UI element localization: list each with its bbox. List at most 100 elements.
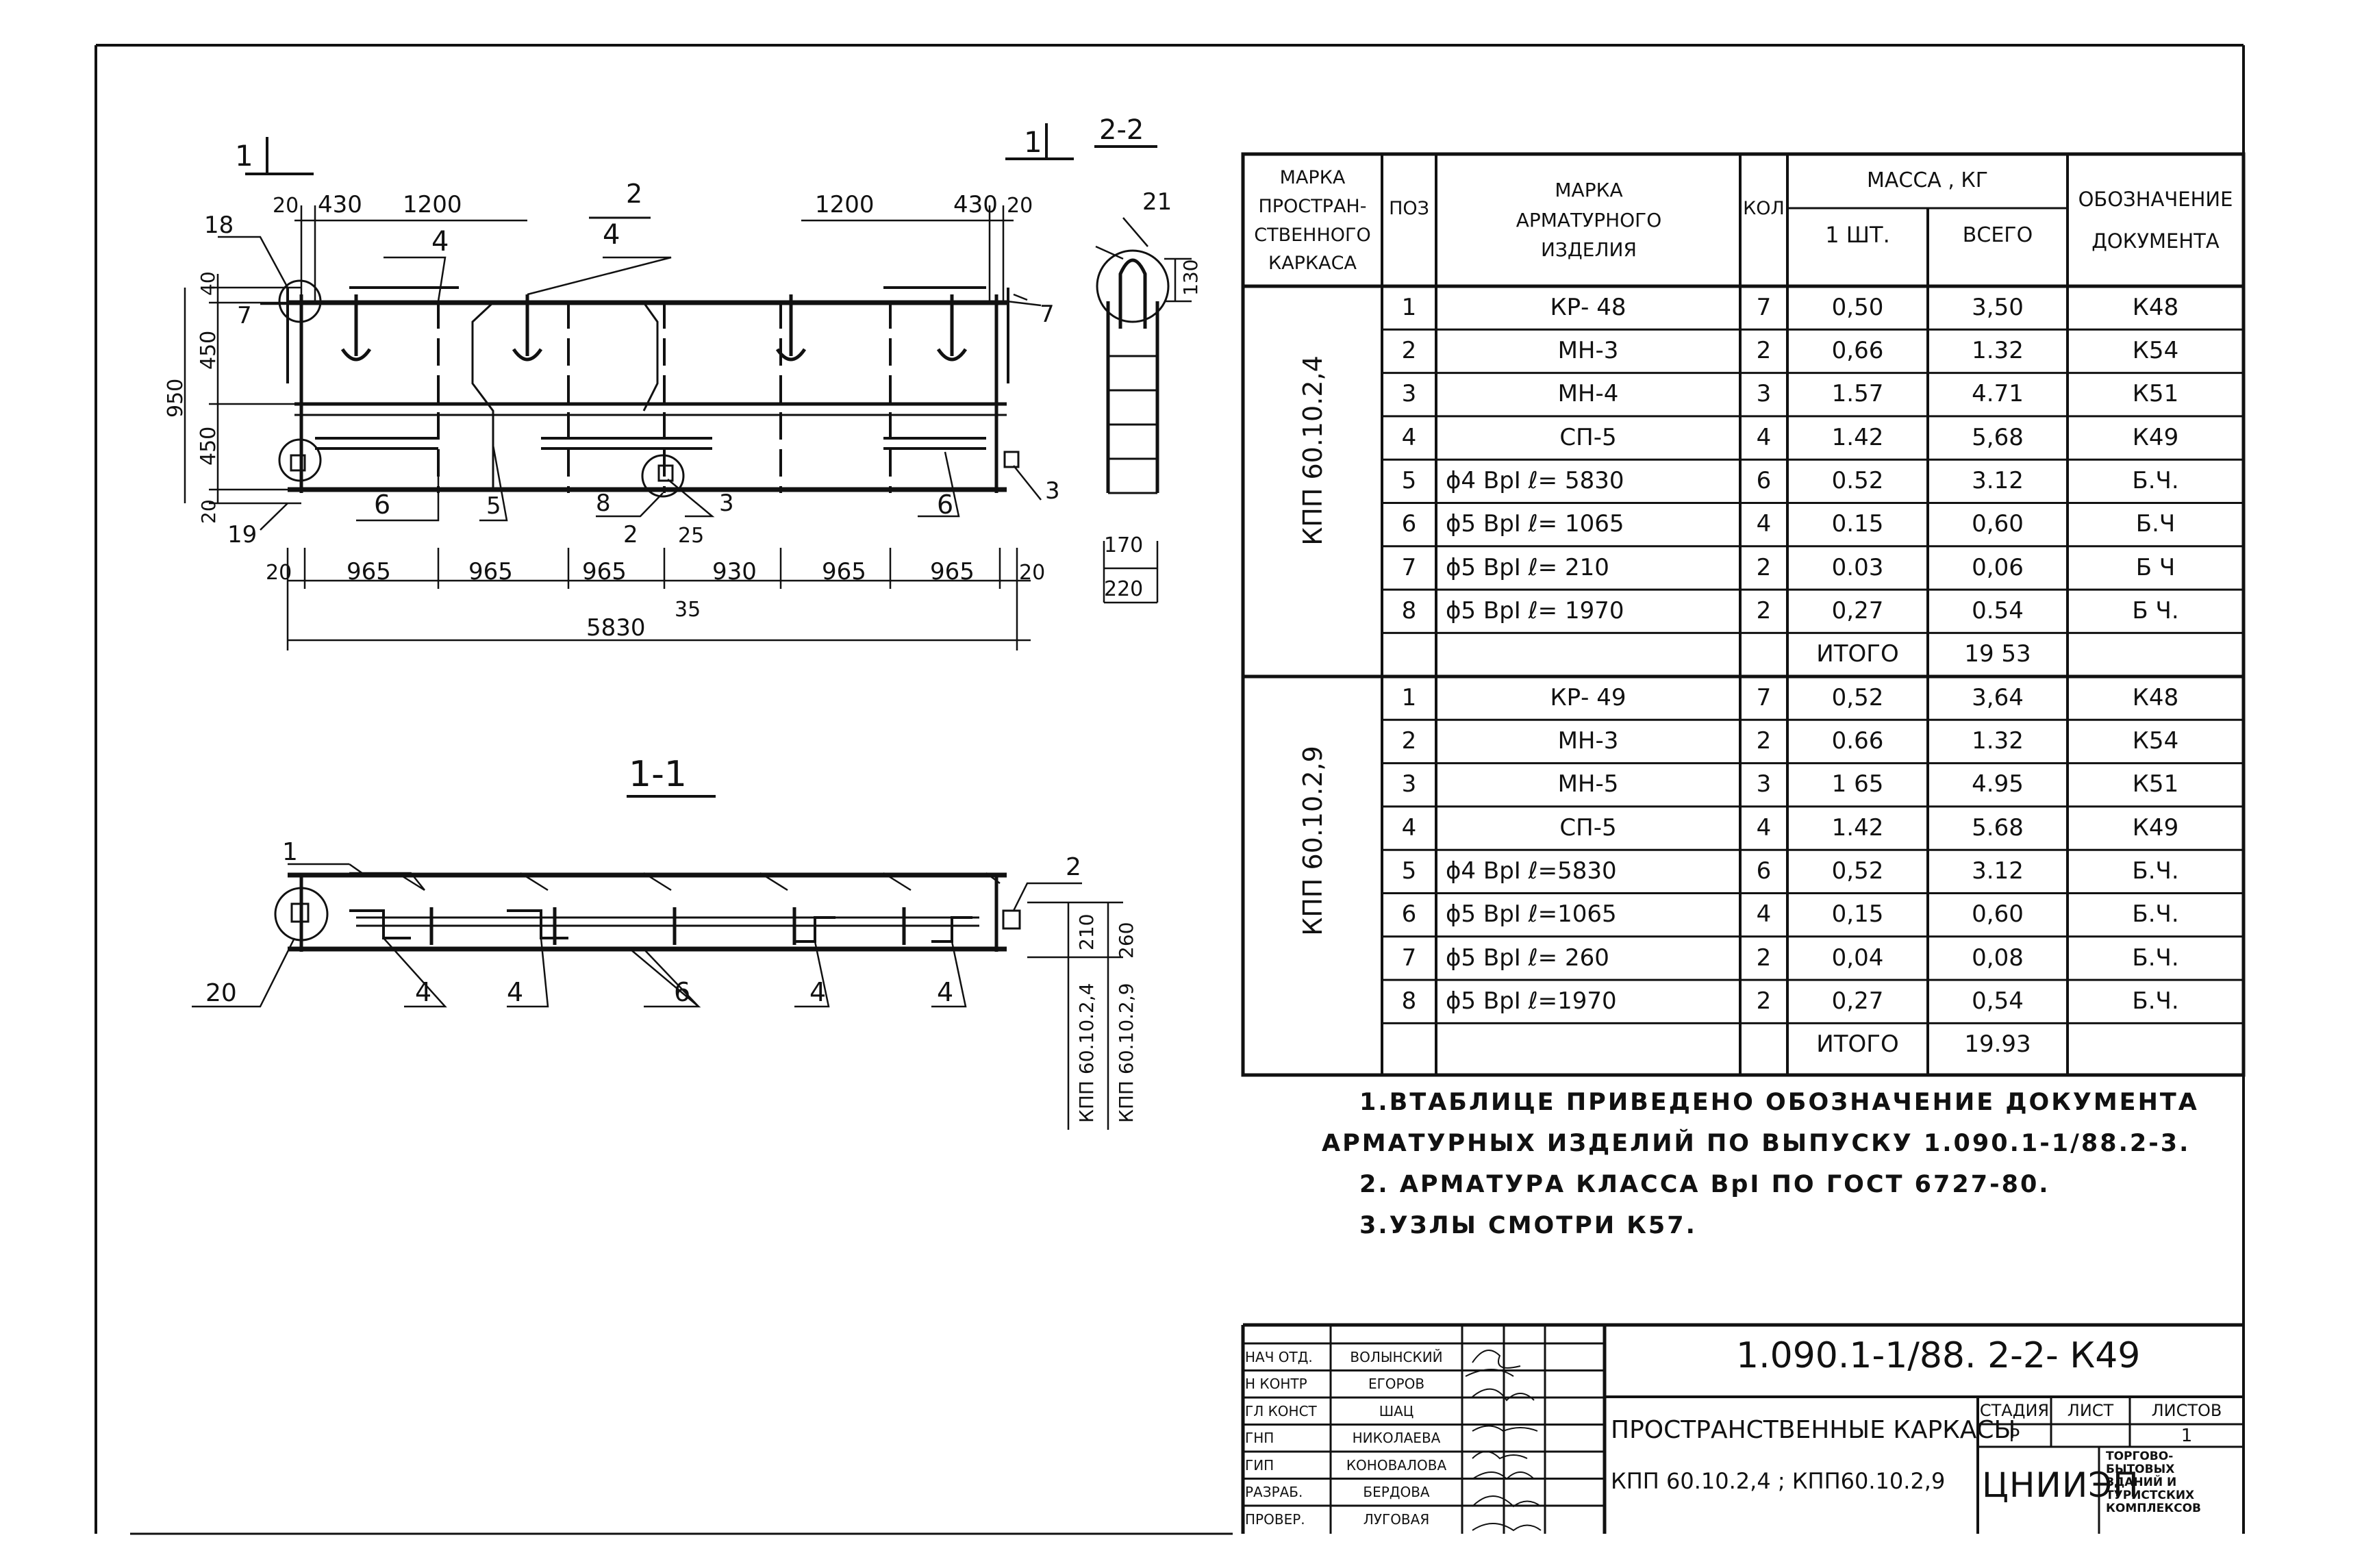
stage-value: Р [2009,1425,2020,1446]
cell-mark: ϕ5 ВрI ℓ= 1970 [1446,596,1624,624]
cell-one: 0.52 [1831,466,1884,494]
callout-1-1-4-a: 4 [415,977,431,1007]
dim-bottom-20-left: 20 [266,561,292,585]
cell-one: 0.03 [1831,553,1884,581]
approval-name: БЕРДОВА [1363,1484,1430,1501]
dim-35: 35 [675,598,701,622]
cell-qty: 2 [1756,944,1772,972]
cell-qty: 2 [1756,596,1772,624]
org-desc-line: ЗДАНИЙ И [2106,1476,2177,1489]
cell-pos: 7 [1401,944,1417,972]
cell-total: 3.12 [1972,857,2024,885]
dim-left-40: 40 [197,271,219,296]
total-label: ИТОГО [1816,1030,1899,1059]
cell-mark: МН-3 [1557,337,1619,365]
cell-qty: 3 [1756,770,1772,798]
cell-doc: К54 [2132,727,2179,755]
cell-total: 5.68 [1972,813,2024,842]
callout-1-1-4-b: 4 [507,977,523,1007]
cell-qty: 4 [1756,900,1772,928]
org-desc-line: ТОРГОВО- [2106,1450,2174,1463]
cell-one: 1.57 [1831,380,1884,408]
cell-qty: 6 [1756,466,1772,494]
hdr-doc: ОБОЗНАЧЕНИЕ ДОКУМЕНТА [2078,187,2233,253]
cell-mark: ϕ5 ВрI ℓ= 1065 [1446,510,1624,538]
org-desc-line: КОМПЛЕКСОВ [2106,1502,2202,1515]
note-2: 2. АРМАТУРА КЛАССА ВрI ПО ГОСТ 6727-80. [1359,1171,2050,1198]
cell-total: 1.32 [1972,337,2024,365]
sheet-label: ЛИСТ [2067,1401,2114,1420]
cell-one: 1 65 [1831,770,1884,798]
cell-pos: 1 [1401,683,1417,711]
dim-bottom-965-5: 965 [930,558,975,585]
approval-role: НАЧ ОТД. [1245,1348,1313,1365]
section-title-1-1: 1-1 [629,754,687,795]
cell-total: 5,68 [1972,423,2024,451]
cell-pos: 6 [1401,510,1417,538]
dim-bottom-965-1: 965 [347,558,391,585]
cell-one: 0,27 [1831,987,1884,1015]
section-1-1 [192,795,1123,1130]
title-block-grid [1241,1323,2244,1534]
dim-2-2-170: 170 [1104,533,1143,557]
cell-doc: К49 [2132,423,2179,451]
approval-role: ГИП [1245,1456,1274,1474]
callout-3-mid: 3 [719,490,734,517]
cell-total: 1.32 [1972,727,2024,755]
cell-mark: ϕ5 ВрI ℓ=1970 [1446,987,1617,1015]
callout-18: 18 [204,212,234,239]
cell-total: 0,06 [1972,553,2024,581]
cell-qty: 4 [1756,813,1772,842]
cell-one: 0,04 [1831,944,1884,972]
plan-dimensions [184,123,1074,650]
callout-7-left: 7 [237,302,252,329]
cell-one: 0.15 [1831,510,1884,538]
dim-left-20: 20 [197,499,220,524]
cell-pos: 8 [1401,987,1417,1015]
frame-mark-label: КПП 60.10.2,4 [1297,355,1328,546]
dim-top-20-left: 20 [273,194,299,218]
approval-name: ВОЛЫНСКИЙ [1350,1348,1443,1365]
cell-mark: МН-3 [1557,727,1619,755]
note-3: 3.УЗЛЫ СМОТРИ К57. [1359,1212,1697,1239]
frame-mark-label: КПП 60.10.2,9 [1297,746,1328,936]
section-mark-1-left: 1 [235,139,253,173]
cell-doc: К51 [2132,380,2179,408]
section-2-2 [1006,145,1192,604]
cell-mark: МН-4 [1557,380,1619,408]
cell-one: 0,15 [1831,900,1884,928]
cell-total: 0,60 [1972,510,2024,538]
cell-qty: 7 [1756,293,1772,321]
cell-doc: Б.Ч. [2132,987,2179,1015]
cell-total: 3.12 [1972,466,2024,494]
cell-pos: 3 [1401,380,1417,408]
cell-qty: 4 [1756,510,1772,538]
cell-pos: 1 [1401,293,1417,321]
dim-top-430-left: 430 [318,191,362,218]
dim-top-430-right: 430 [953,191,998,218]
callout-1-1-2: 2 [1066,853,1081,881]
stage-label: СТАДИЯ [1979,1401,2050,1420]
cell-total: 0.54 [1972,596,2024,624]
cell-qty: 2 [1756,337,1772,365]
cell-total: 0,60 [1972,900,2024,928]
cell-one: 1.42 [1831,423,1884,451]
section-title-2-2: 2-2 [1099,114,1144,146]
title-line-1: ПРОСТРАНСТВЕННЫЕ КАРКАСЫ [1611,1416,2016,1444]
cell-mark: ϕ4 ВрI ℓ= 5830 [1446,466,1624,494]
cell-qty: 2 [1756,553,1772,581]
hdr-frame-mark: МАРКА ПРОСТРАН- СТВЕННОГО КАРКАСА [1254,166,1371,275]
total-value: 19 53 [1964,640,2031,668]
cell-qty: 3 [1756,380,1772,408]
dim-2-2-220: 220 [1104,577,1143,601]
callout-1-1-6: 6 [674,977,690,1007]
callout-6-right: 6 [937,490,953,520]
cell-total: 0,54 [1972,987,2024,1015]
cell-pos: 5 [1401,857,1417,885]
cell-pos: 2 [1401,337,1417,365]
callout-21: 21 [1142,188,1172,216]
callout-6-left: 6 [374,490,390,520]
cell-mark: МН-5 [1557,770,1619,798]
cell-qty: 4 [1756,423,1772,451]
